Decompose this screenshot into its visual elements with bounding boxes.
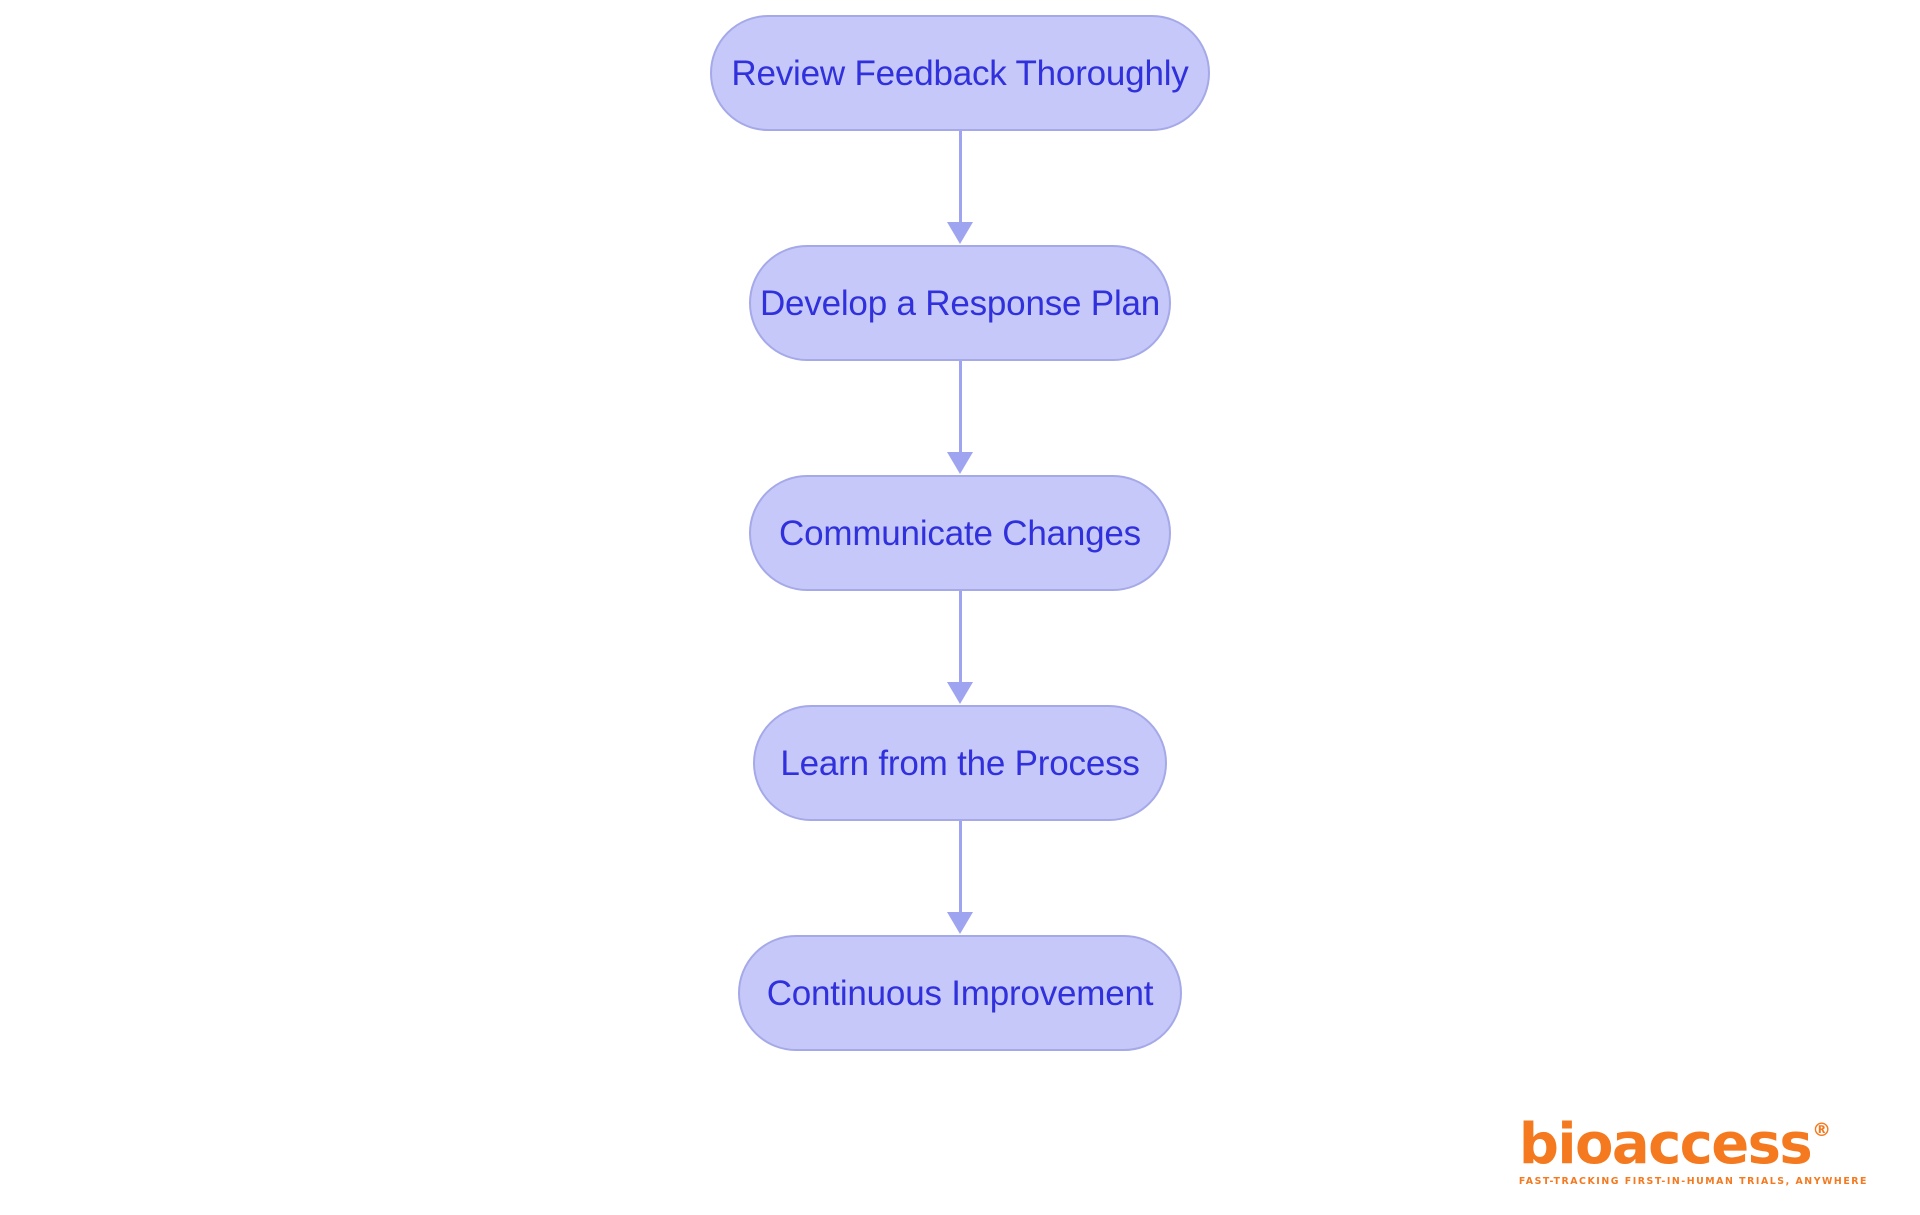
bioaccess-tagline: FAST-TRACKING FIRST-IN-HUMAN TRIALS, ANY… <box>1518 1176 1868 1187</box>
flow-connector-1-to-2 <box>940 131 980 245</box>
flow-connector-4-to-5 <box>940 821 980 935</box>
flow-node-label: Communicate Changes <box>779 513 1141 553</box>
connector-line <box>958 131 962 223</box>
flow-node-label: Review Feedback Thoroughly <box>731 53 1189 93</box>
flow-connector-2-to-3 <box>940 361 980 475</box>
arrow-down-icon <box>947 912 973 934</box>
flow-node-label: Learn from the Process <box>780 743 1140 783</box>
flow-node-continuous-improvement[interactable]: Continuous Improvement <box>738 935 1182 1051</box>
flow-node-communicate-changes[interactable]: Communicate Changes <box>749 475 1171 591</box>
flowchart-node-column: Review Feedback Thoroughly Develop a Res… <box>0 15 1920 1051</box>
flow-node-label: Continuous Improvement <box>766 973 1154 1013</box>
bioaccess-logo: bioaccess ® FAST-TRACKING FIRST-IN-HUMAN… <box>1518 1111 1868 1187</box>
flow-node-label: Develop a Response Plan <box>759 283 1161 323</box>
arrow-down-icon <box>947 452 973 474</box>
arrow-down-icon <box>947 222 973 244</box>
flow-node-develop-a-response-plan[interactable]: Develop a Response Plan <box>749 245 1171 361</box>
arrow-down-icon <box>947 682 973 704</box>
flow-node-review-feedback-thoroughly[interactable]: Review Feedback Thoroughly <box>710 15 1210 131</box>
flow-connector-3-to-4 <box>940 591 980 705</box>
bioaccess-wordmark: bioaccess <box>1518 1111 1813 1177</box>
registered-trademark-icon: ® <box>1812 1118 1832 1141</box>
connector-line <box>958 361 962 453</box>
connector-line <box>958 591 962 683</box>
flow-node-learn-from-the-process[interactable]: Learn from the Process <box>753 705 1167 821</box>
bioaccess-wordmark-row: bioaccess ® <box>1518 1111 1868 1177</box>
connector-line <box>958 821 962 913</box>
